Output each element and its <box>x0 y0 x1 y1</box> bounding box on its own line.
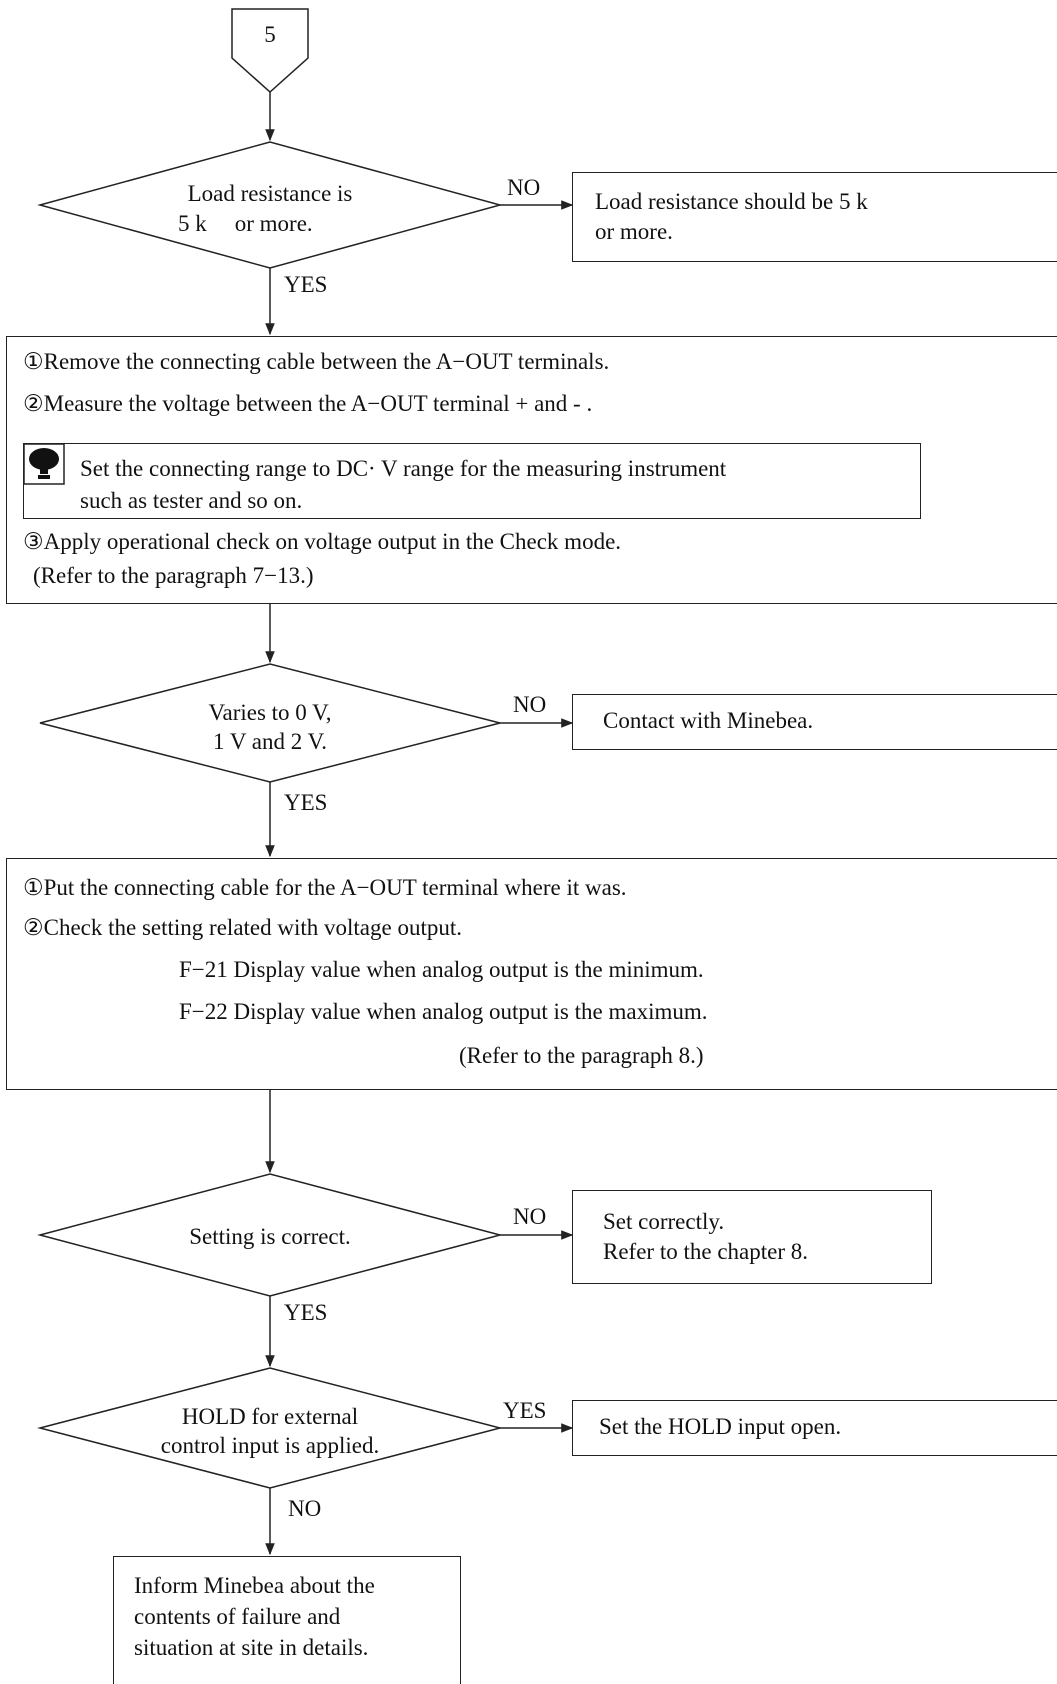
step1-item2: ②Measure the voltage between the A−OUT t… <box>23 391 593 416</box>
decision3-no-action-line1: Set correctly. <box>603 1209 725 1234</box>
tip-line1: Set the connecting range to DC· V range … <box>80 456 727 481</box>
final-line2: contents of failure and <box>134 1604 341 1629</box>
decision2-line1: Varies to 0 V, <box>208 700 332 725</box>
step1-item3: ③Apply operational check on voltage outp… <box>23 529 622 554</box>
decision1-yes-label: YES <box>284 272 328 297</box>
step2-box: ①Put the connecting cable for the A−OUT … <box>6 858 1057 1090</box>
tip-box: Set the connecting range to DC· V range … <box>23 443 921 519</box>
decision4-yes-label: YES <box>503 1398 547 1423</box>
decision4-line1: HOLD for external <box>181 1404 359 1429</box>
step1-box: ①Remove the connecting cable between the… <box>6 336 1057 604</box>
step2-item2: ②Check the setting related with voltage … <box>23 915 462 940</box>
decision4-yes-action: Set the HOLD input open. <box>599 1414 842 1439</box>
decision3-yes-label: YES <box>284 1300 328 1325</box>
final-line3: situation at site in details. <box>134 1635 369 1660</box>
connector-label: 5 <box>264 22 276 47</box>
decision3-no-action-box: Set correctly. Refer to the chapter 8. <box>572 1190 932 1284</box>
step2-f21: F−21 Display value when analog output is… <box>179 957 704 982</box>
decision1-line2-suffix: or more. <box>234 211 313 236</box>
decision2-no-action-box: Contact with Minebea. <box>572 694 1057 750</box>
tip-line2: such as tester and so on. <box>80 488 303 513</box>
decision1-no-label: NO <box>507 175 541 200</box>
connector-shape <box>231 8 309 94</box>
tip-icon <box>23 443 65 485</box>
final-line1: Inform Minebea about the <box>134 1573 375 1598</box>
step2-item1: ①Put the connecting cable for the A−OUT … <box>23 875 627 900</box>
decision2-yes-label: YES <box>284 790 328 815</box>
final-box: Inform Minebea about the contents of fai… <box>113 1556 461 1684</box>
decision2-no-action: Contact with Minebea. <box>603 708 814 733</box>
decision4-yes-action-box: Set the HOLD input open. <box>572 1400 1057 1456</box>
decision1-resistance-value: 5 k <box>178 211 207 236</box>
decision1-no-action-line2: or more. <box>595 219 673 244</box>
decision1-line1: Load resistance is <box>187 181 353 206</box>
decision2-no-label: NO <box>513 692 547 717</box>
step1-item3-ref: (Refer to the paragraph 7−13.) <box>33 563 314 588</box>
step2-f22: F−22 Display value when analog output is… <box>179 999 708 1024</box>
decision2-line2: 1 V and 2 V. <box>213 729 327 754</box>
decision4-no-label: NO <box>288 1496 322 1521</box>
decision1-line2: 5 k or more. <box>178 209 313 239</box>
decision3-no-label: NO <box>513 1204 547 1229</box>
decision3-line1: Setting is correct. <box>189 1224 351 1249</box>
decision4-line2: control input is applied. <box>160 1433 380 1458</box>
step2-ref: (Refer to the paragraph 8.) <box>459 1043 704 1068</box>
decision3-no-action-line2: Refer to the chapter 8. <box>603 1239 808 1264</box>
decision1-no-action-box: Load resistance should be 5 k or more. <box>572 172 1057 262</box>
decision1-no-action-line1: Load resistance should be 5 k <box>595 189 868 214</box>
step1-item1: ①Remove the connecting cable between the… <box>23 349 610 374</box>
